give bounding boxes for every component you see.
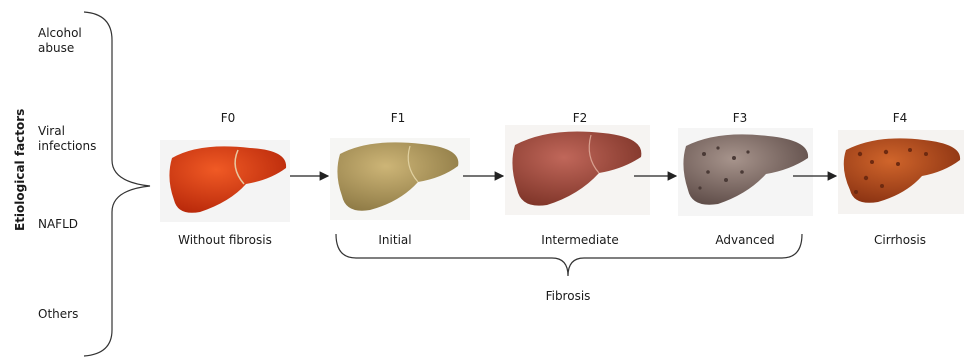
liver-f4-icon bbox=[838, 130, 964, 214]
liver-f3-icon bbox=[678, 128, 813, 216]
stage-f4-label: Cirrhosis bbox=[850, 233, 950, 247]
stage-f4-code: F4 bbox=[870, 111, 930, 125]
stage-f3-label: Advanced bbox=[690, 233, 800, 247]
stage-f2-label: Intermediate bbox=[520, 233, 640, 247]
etiology-brace bbox=[84, 12, 150, 356]
stage-f0-label: Without fibrosis bbox=[160, 233, 290, 247]
stage-f0-code: F0 bbox=[198, 111, 258, 125]
stage-f2-code: F2 bbox=[550, 111, 610, 125]
stage-f3-code: F3 bbox=[710, 111, 770, 125]
fibrosis-label: Fibrosis bbox=[518, 289, 618, 303]
stage-f1-label: Initial bbox=[345, 233, 445, 247]
liver-f1-icon bbox=[330, 138, 470, 220]
stage-f1-code: F1 bbox=[368, 111, 428, 125]
liver-f2-icon bbox=[505, 125, 650, 215]
liver-f0-icon bbox=[160, 140, 290, 222]
